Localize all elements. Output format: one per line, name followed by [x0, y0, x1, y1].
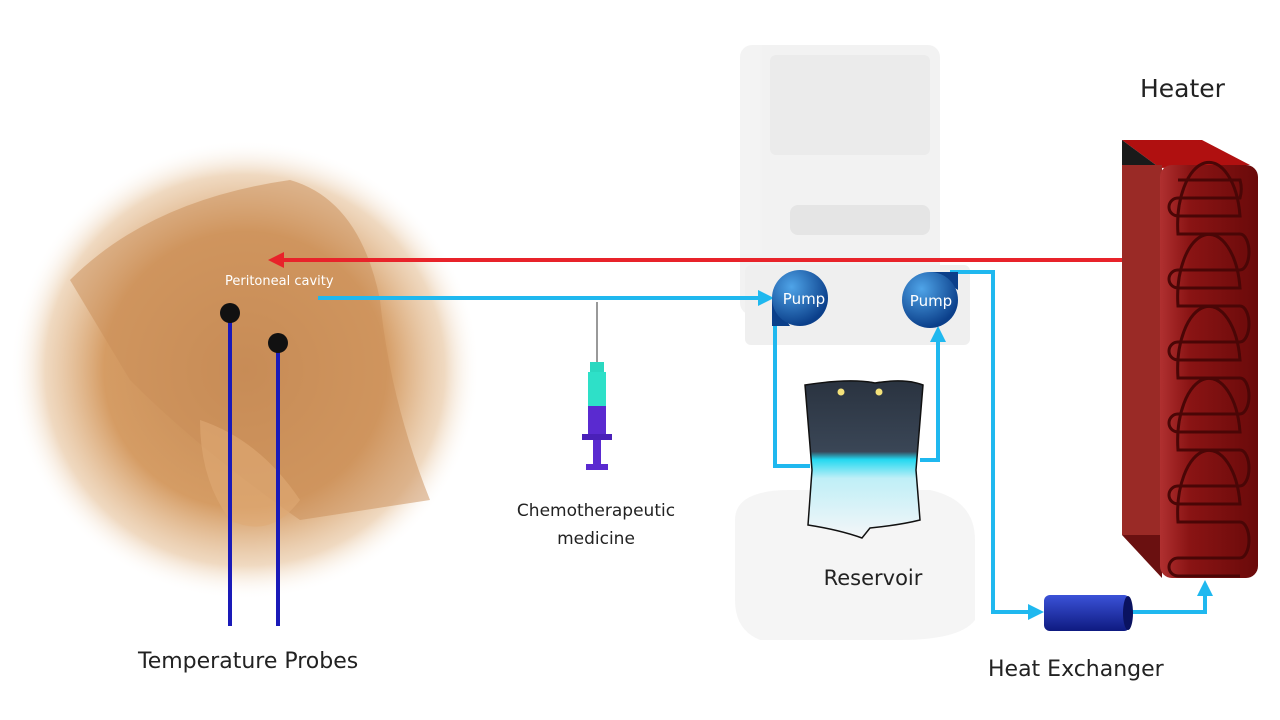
pump-1: Pump	[772, 270, 828, 326]
chemo-label-line2: medicine	[557, 529, 635, 549]
heater-label: Heater	[1140, 74, 1226, 103]
peritoneal-cavity-label: Peritoneal cavity	[225, 274, 334, 289]
reservoir-label: Reservoir	[824, 566, 923, 590]
patient-abdomen-illustration	[10, 140, 480, 600]
heater-fins	[1167, 160, 1251, 578]
pump-2-label: Pump	[910, 292, 952, 310]
temperature-probes-label: Temperature Probes	[137, 649, 358, 674]
heat-exchanger-label: Heat Exchanger	[988, 657, 1165, 682]
temperature-probes	[220, 303, 288, 626]
heater-unit	[1122, 140, 1258, 578]
syringe-icon	[582, 302, 612, 470]
chemo-label-line1: Chemotherapeutic	[517, 501, 675, 521]
pump-1-label: Pump	[783, 290, 825, 308]
cold-flow-lines	[318, 270, 1207, 614]
pump-2: Pump	[902, 272, 958, 328]
reservoir-container	[804, 380, 924, 539]
flow-arrowheads	[758, 290, 1213, 620]
heat-exchanger	[1044, 595, 1133, 631]
hot-return-line	[268, 252, 1122, 268]
